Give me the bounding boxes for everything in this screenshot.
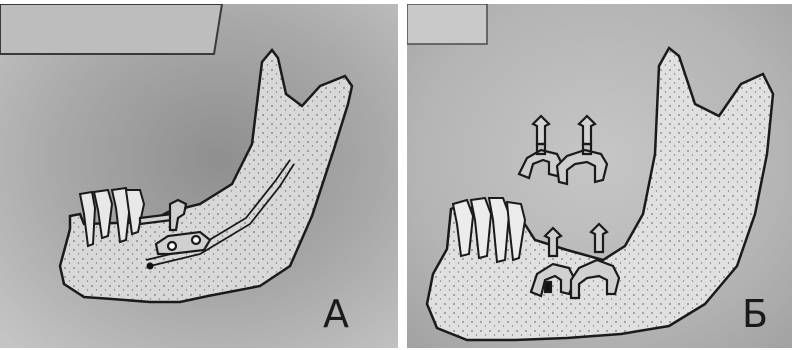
panel-b-drawing (407, 4, 792, 348)
panel-label-b: Б (742, 295, 768, 333)
figure-panel-b: Б (407, 4, 792, 348)
figure-panel-a: А (0, 4, 398, 348)
paper-sheet (0, 4, 222, 54)
paper-sheet (407, 4, 487, 44)
marker-dot (147, 263, 154, 270)
panel-label-a: А (323, 295, 349, 333)
